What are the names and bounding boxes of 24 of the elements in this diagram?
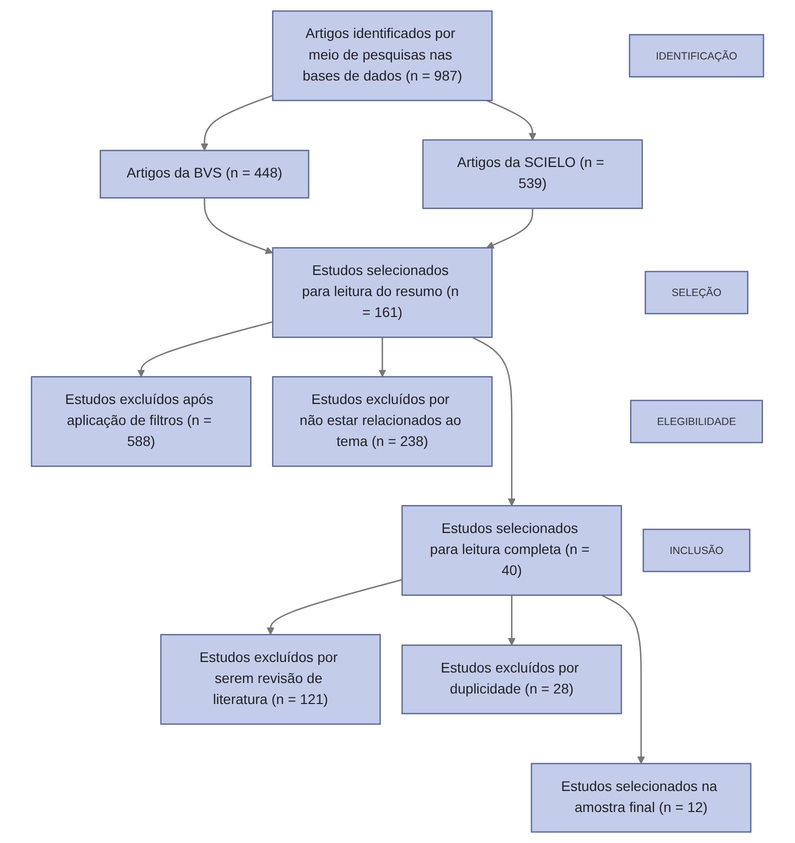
- arrow: [204, 198, 274, 254]
- arrow: [508, 595, 516, 646]
- node-box: Estudos selecionados para leitura completa (n = 40): [401, 505, 622, 596]
- node-box: Artigos identificados por meio de pesquisas nas bases de dados (n = 987): [272, 10, 493, 102]
- node-box: INCLUSÃO: [642, 528, 750, 572]
- arrow: [486, 208, 534, 249]
- node-box: Estudos excluídos por duplicidade (n = 28): [401, 644, 622, 714]
- node-box: Estudos excluídos por serem revisão de literatura (n = 121): [160, 634, 381, 725]
- arrow: [486, 100, 536, 140]
- node-box: Artigos da BVS (n = 448): [100, 150, 310, 198]
- node-box: Estudos excluídos após aplicação de filtros (n = 588): [30, 376, 252, 467]
- node-box: Estudos selecionados para leitura do resumo (n = 161): [272, 247, 493, 338]
- node-box: SELEÇÃO: [644, 270, 748, 314]
- arrow: [378, 337, 386, 378]
- node-box: Estudos excluídos por não estar relacionados ao tema (n = 238): [272, 376, 493, 467]
- arrow: [601, 594, 645, 764]
- node-box: IDENTIFICAÇÃO: [628, 34, 764, 78]
- arrow: [266, 579, 402, 635]
- node-box: ELEGIBILIDADE: [630, 400, 763, 444]
- arrow: [472, 336, 516, 506]
- arrow: [137, 321, 273, 378]
- arrow: [200, 94, 273, 151]
- node-box: Artigos da SCIELO (n = 539): [422, 139, 643, 210]
- node-box: Estudos selecionados na amostra final (n = 12): [530, 762, 752, 833]
